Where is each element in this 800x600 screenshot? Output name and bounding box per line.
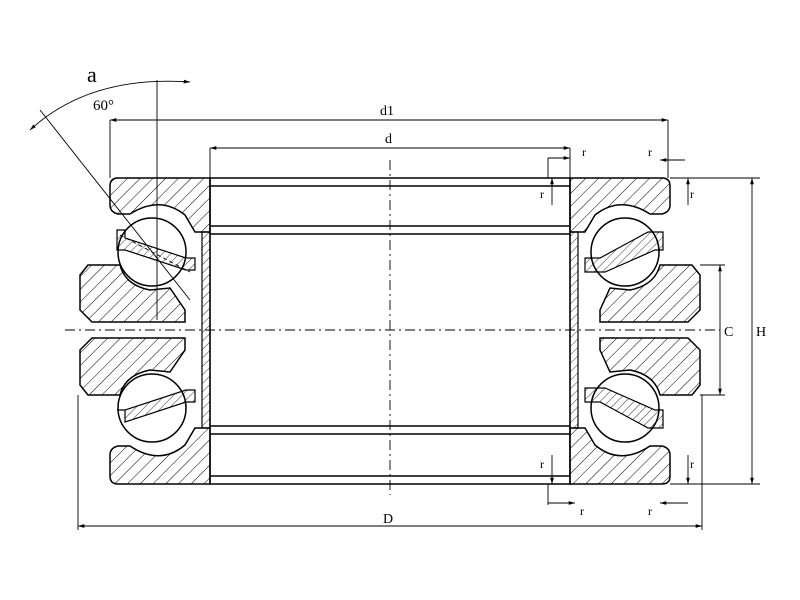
d1-label: d1 [380,104,394,119]
r-label-bottom-1: r [540,457,544,471]
angle-symbol-label: a [87,62,97,87]
bottom-r-dimensions [547,455,690,505]
left-upper-shaft-washer [109,177,211,233]
angle-value-label: 60° [93,98,114,114]
r-label-bottom-2: r [690,457,694,471]
H-label: H [756,325,766,340]
right-upper-shaft-washer [569,177,671,233]
C-label: C [724,325,733,340]
r-label-top-2: r [540,187,544,201]
r-label-bottom-3: r [580,504,584,518]
left-lower-shaft-washer [109,427,211,485]
r-label-top-3: r [648,145,652,159]
left-upper-cage [116,229,196,271]
D-label: D [383,512,393,527]
top-r-dimensions [547,156,690,205]
angle-arc [29,79,191,131]
right-lower-cage [584,387,664,429]
left-lower-cage [117,389,196,423]
r-label-bottom-4: r [648,504,652,518]
right-lower-shaft-washer [569,427,671,485]
right-upper-cage [584,231,664,273]
left-load-line [119,234,191,273]
right-housing-washer [599,264,701,396]
r-label-top-4: r [690,187,694,201]
d-label: d [385,132,392,147]
r-label-top-1: r [582,145,586,159]
contact-angle-line [39,109,191,301]
